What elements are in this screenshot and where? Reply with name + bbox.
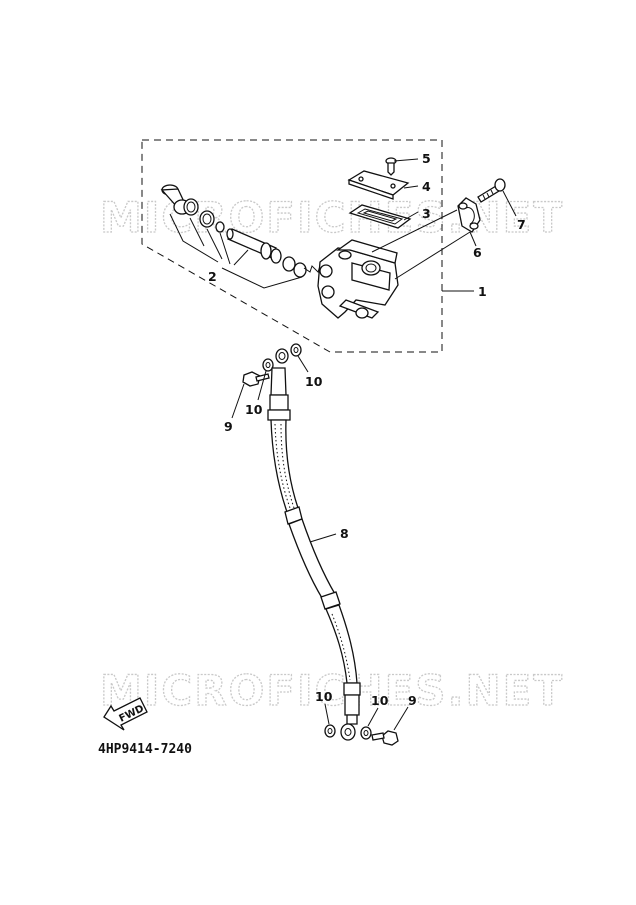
union-bolt-bottom	[381, 730, 399, 746]
copper-washer-bottom-2	[360, 726, 372, 740]
callout-9-top: 9	[224, 419, 233, 434]
holder-bracket	[457, 197, 481, 233]
callout-10-a: 10	[305, 374, 323, 389]
spring-seat	[282, 256, 296, 272]
watermark-top: MICROFICHES.NET	[100, 193, 564, 242]
callout-8: 8	[340, 526, 349, 541]
copper-washer-top-2	[262, 358, 274, 372]
callout-3: 3	[422, 206, 431, 221]
leader-lines	[169, 158, 517, 731]
copper-washer-bottom-1	[324, 724, 336, 738]
callout-labels: 1 2 3 4 5 6 7 8 9 10 10 10 10 9	[208, 151, 526, 708]
holder-bolt	[477, 178, 506, 203]
piston-kit	[160, 184, 329, 278]
callout-10-b: 10	[245, 402, 263, 417]
o-ring	[215, 221, 225, 233]
diaphragm	[348, 204, 412, 229]
reservoir-cap	[347, 170, 410, 200]
watermark-bottom: MICROFICHES.NET	[100, 666, 564, 715]
callout-7: 7	[517, 217, 526, 232]
fwd-arrow-icon	[103, 697, 148, 731]
reservoir-port	[361, 260, 381, 276]
circlip	[183, 198, 199, 216]
callout-1: 1	[478, 284, 487, 299]
washer	[199, 210, 215, 228]
callout-10-c: 10	[315, 689, 333, 704]
callout-2: 2	[208, 269, 217, 284]
callout-6: 6	[473, 245, 482, 260]
diagram-part-code: 4HP9414-7240	[98, 742, 192, 757]
master-cylinder-body	[317, 239, 399, 319]
union-bolt-top	[242, 371, 261, 387]
callout-9-bottom: 9	[408, 693, 417, 708]
brake-hose	[242, 343, 399, 746]
banjo-fitting-bottom	[340, 723, 356, 741]
callout-4: 4	[422, 179, 431, 194]
callout-10-d: 10	[371, 693, 389, 708]
copper-washer-top-1	[290, 343, 302, 357]
banjo-fitting-top	[275, 348, 289, 364]
assembly-boundary	[141, 139, 443, 353]
callout-5: 5	[422, 151, 431, 166]
mount-lug	[319, 264, 333, 278]
